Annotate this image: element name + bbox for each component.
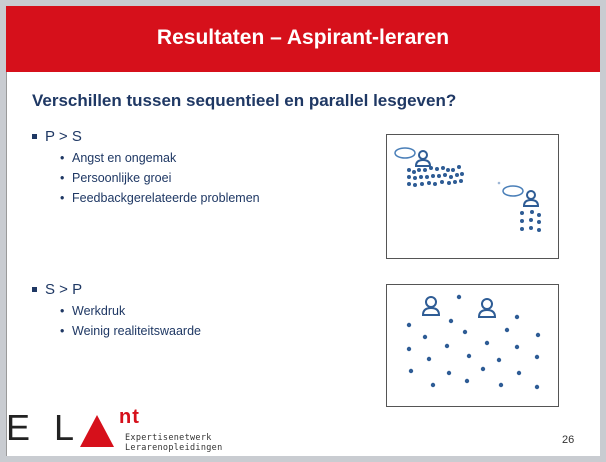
list-item: Feedbackgerelateerde problemen (60, 191, 260, 205)
left-rule (6, 72, 7, 456)
group-parallel: P > S Angst en ongemak Persoonlijke groe… (32, 128, 260, 211)
list-item: Persoonlijke groei (60, 171, 260, 185)
sequential-classroom-illustration (386, 284, 559, 407)
elant-logo: E L nt Expertisenetwerk Lerarenopleiding… (6, 406, 306, 456)
list-item: Angst en ongemak (60, 151, 260, 165)
slide-subtitle: Verschillen tussen sequentieel en parall… (32, 91, 457, 110)
slide-title: Resultaten – Aspirant-leraren (156, 26, 450, 49)
logo-line-2: Lerarenopleidingen (125, 443, 223, 453)
group-sequential: S > P Werkdruk Weinig realiteitswaarde (32, 281, 201, 344)
parallel-classroom-icon (394, 147, 541, 232)
parallel-classroom-illustration (386, 134, 559, 259)
list-item: Werkdruk (60, 304, 201, 318)
title-bar: Resultaten – Aspirant-leraren (6, 6, 600, 72)
group-heading: P > S (32, 128, 260, 145)
slide: Resultaten – Aspirant-leraren Verschille… (6, 6, 600, 456)
group-heading-text: P > S (45, 128, 82, 145)
square-bullet-icon (32, 134, 37, 139)
sub-list: Angst en ongemak Persoonlijke groei Feed… (32, 151, 260, 205)
list-item: Weinig realiteitswaarde (60, 324, 201, 338)
square-bullet-icon (32, 287, 37, 292)
logo-letters: E L (6, 407, 82, 448)
logo-a-icon (80, 415, 114, 447)
group-heading: S > P (32, 281, 201, 298)
page-number: 26 (562, 434, 575, 446)
sequential-classroom-icon (406, 294, 541, 390)
sub-list: Werkdruk Weinig realiteitswaarde (32, 304, 201, 338)
logo-line-1: Expertisenetwerk (125, 433, 212, 443)
group-heading-text: S > P (45, 281, 83, 298)
logo-nt: nt (119, 406, 140, 428)
